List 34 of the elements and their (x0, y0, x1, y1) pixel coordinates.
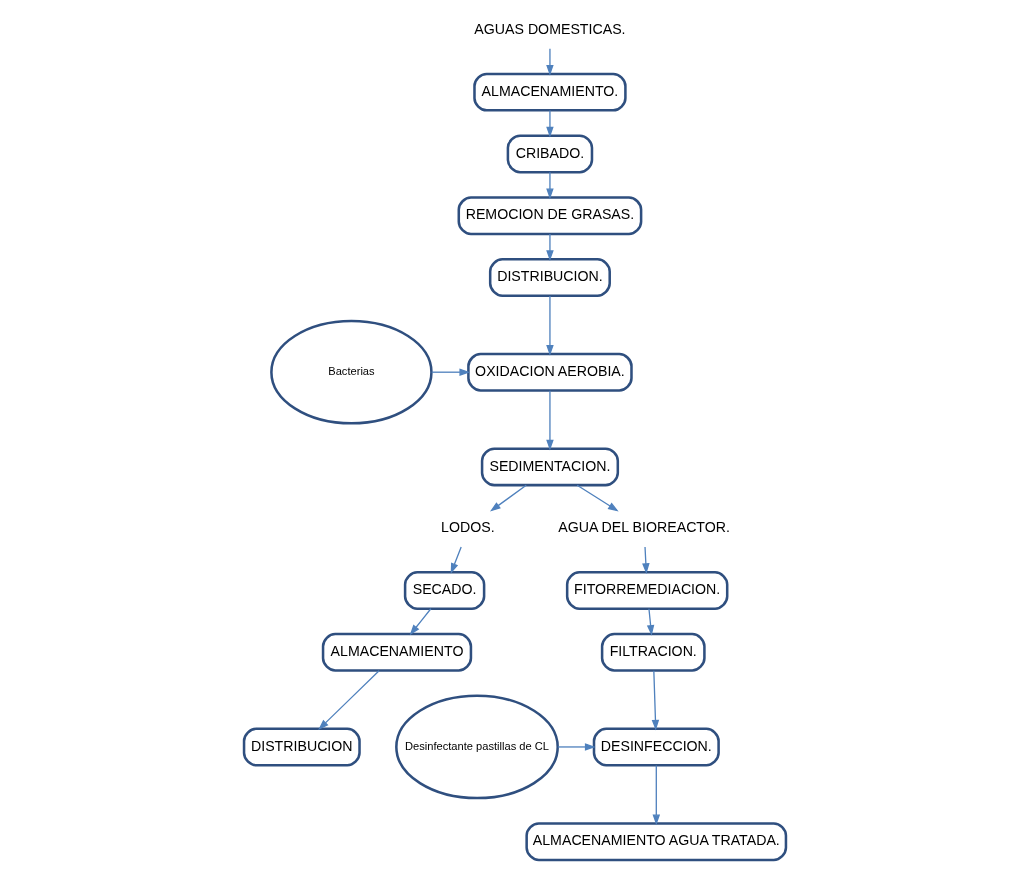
arrow (317, 670, 380, 730)
arrow (450, 546, 462, 574)
node-text: AGUA DEL BIOREACTOR. (557, 519, 730, 536)
node-box: DISTRIBUCION. (488, 258, 611, 297)
node-box: ALMACENAMIENTO (321, 632, 472, 672)
node-box: CRIBADO. (506, 134, 593, 174)
node-box: FITORREMEDIACION. (565, 570, 728, 610)
arrow (545, 295, 554, 356)
node-box: SEDIMENTACION. (480, 447, 619, 487)
arrow (545, 171, 554, 200)
arrow (576, 484, 619, 512)
node-box: ALMACENAMIENTO. (472, 72, 627, 112)
arrow (545, 233, 554, 262)
arrow (556, 743, 596, 751)
node-box: OXIDACION AEROBIA. (466, 352, 633, 392)
arrow (652, 764, 660, 826)
arrow (489, 484, 527, 512)
node-box: DISTRIBUCION (242, 727, 361, 767)
node-box: SECADO. (403, 570, 485, 610)
node-text: AGUAS DOMESTICAS. (473, 21, 626, 38)
node-box: ALMACENAMIENTO AGUA TRATADA. (524, 822, 787, 862)
node-ellipse: Desinfectante pastillas de CL (394, 694, 559, 800)
node-box: FILTRACION. (600, 632, 706, 672)
arrow (545, 109, 554, 138)
node-ellipse: Bacterias (269, 319, 433, 425)
arrow (651, 670, 659, 731)
arrow (646, 608, 654, 636)
node-box: DESINFECCION. (592, 727, 720, 767)
node-box: REMOCION DE GRASAS. (457, 196, 642, 236)
arrow (545, 48, 554, 76)
arrow (409, 608, 431, 636)
node-text: LODOS. (440, 519, 495, 536)
arrow (545, 389, 554, 451)
arrow (430, 368, 470, 376)
